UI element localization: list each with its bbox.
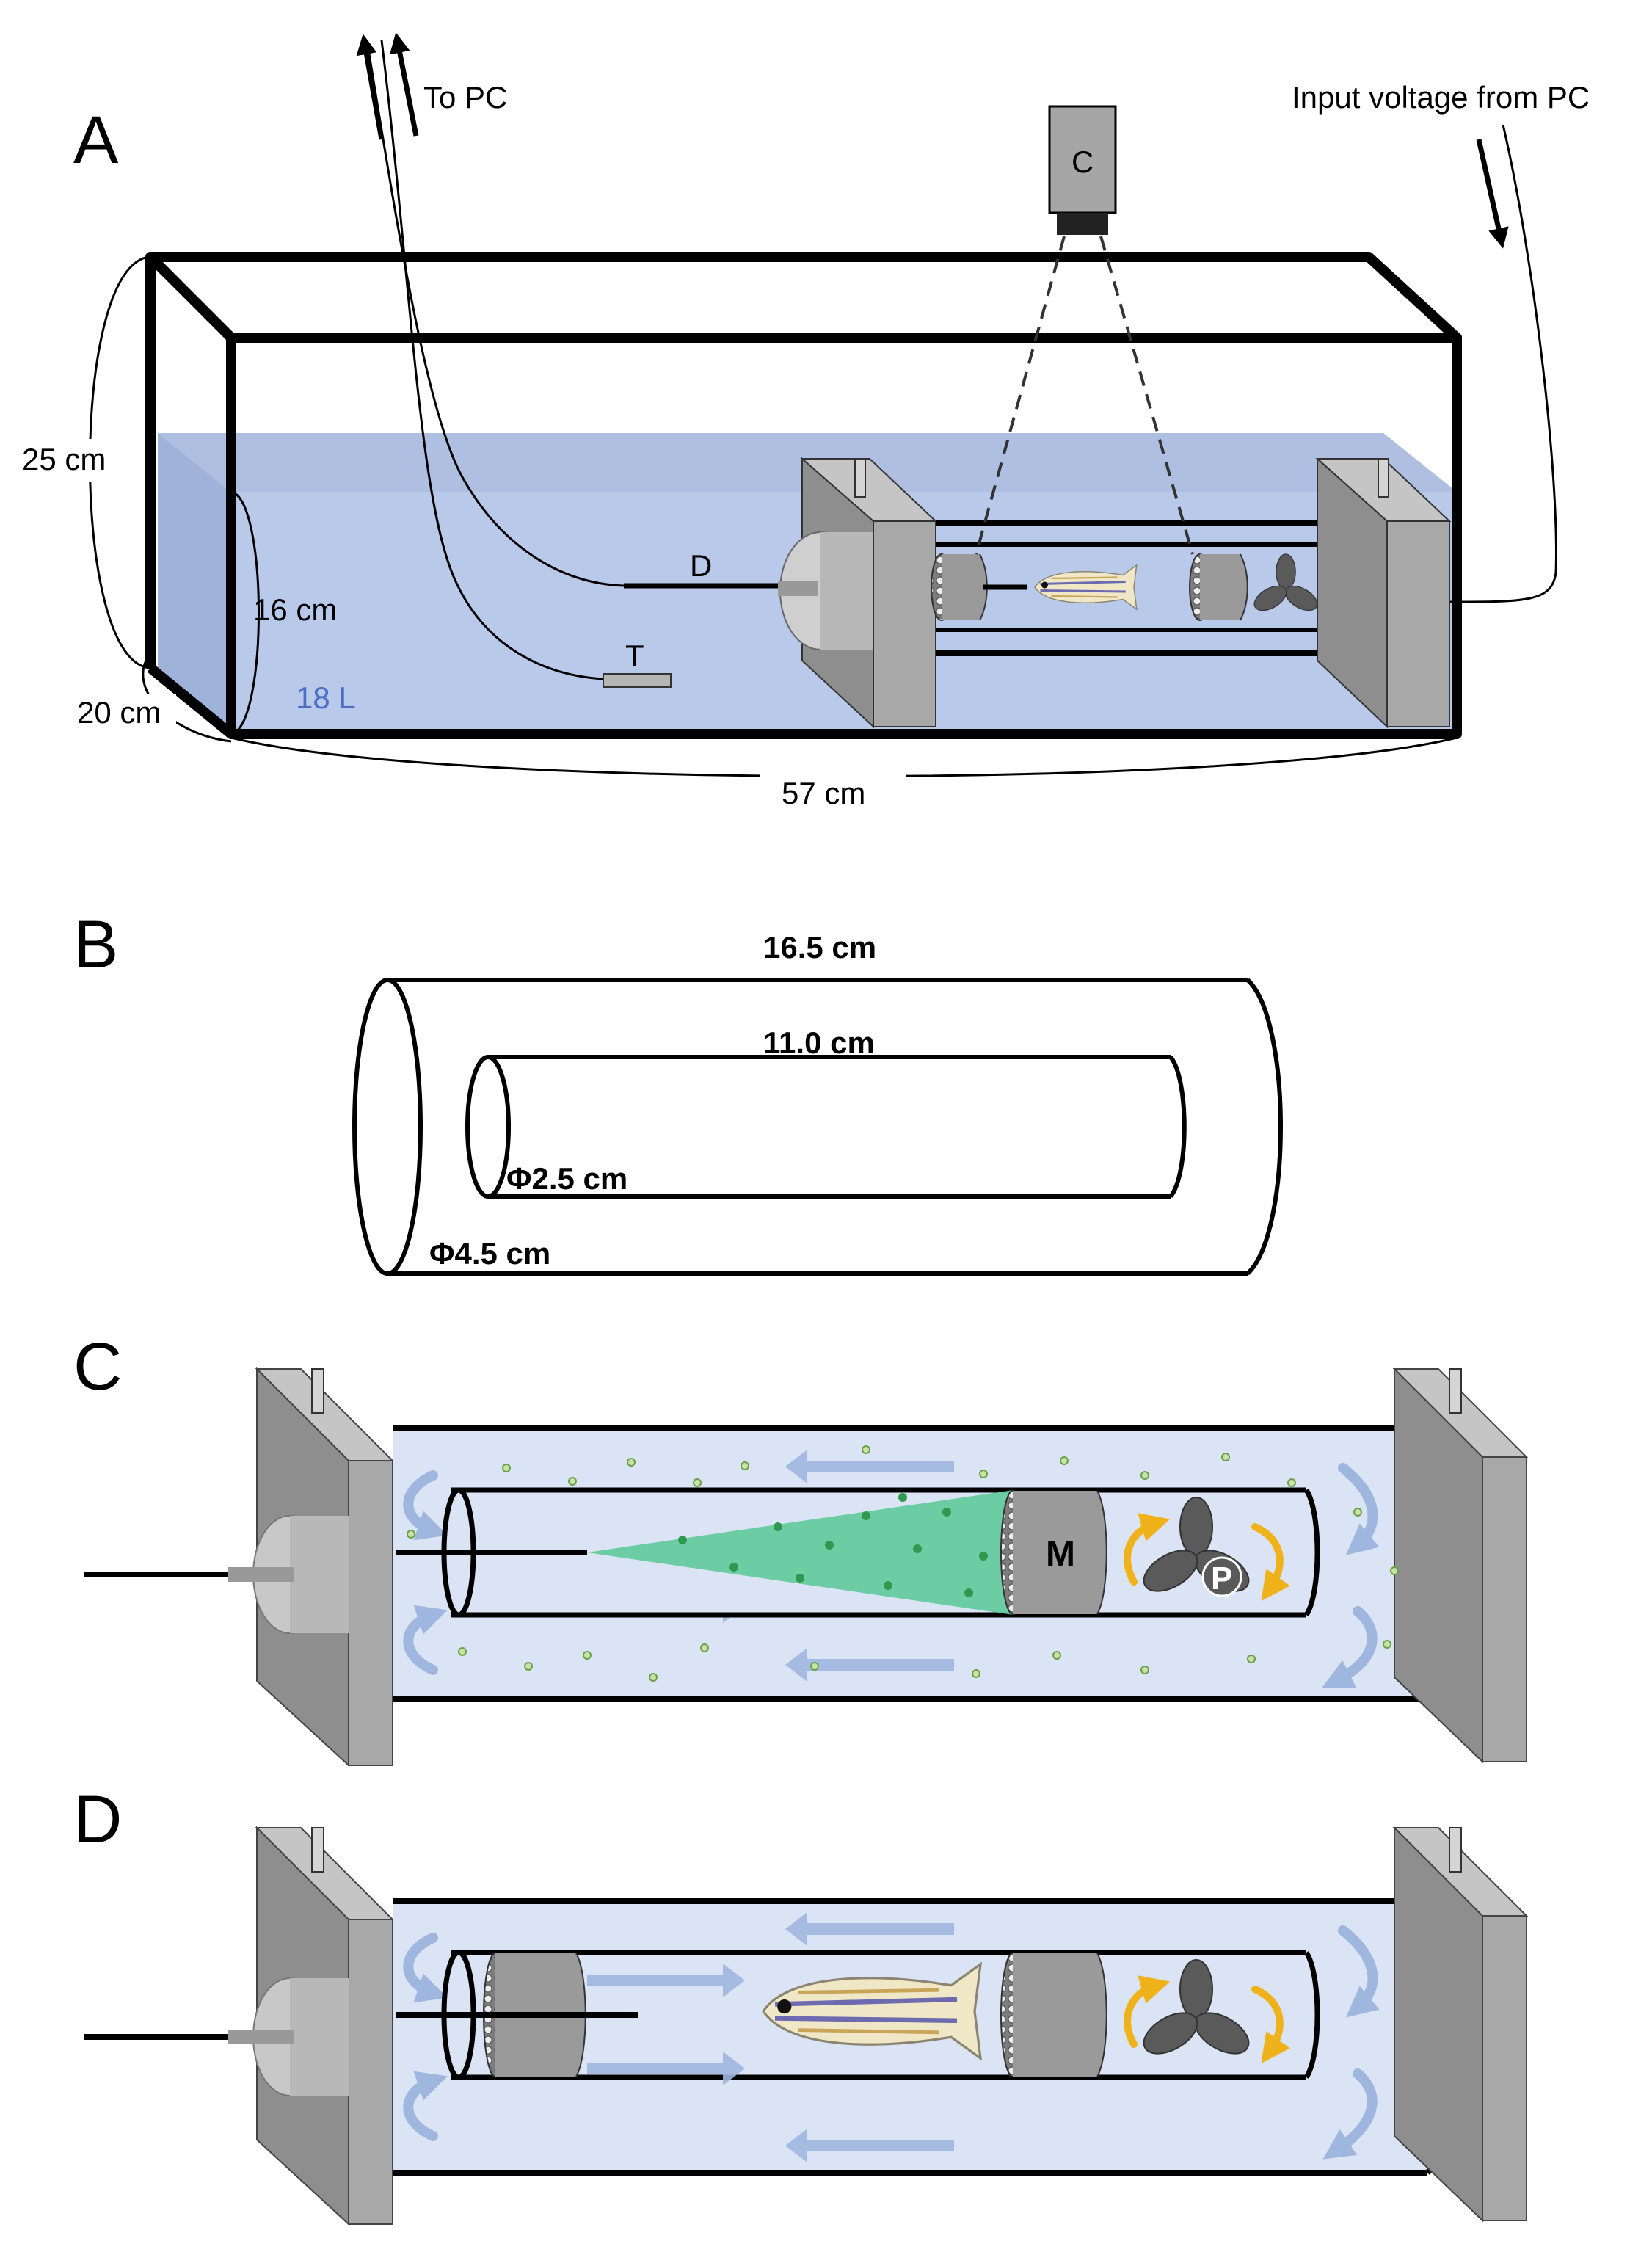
dye-plume — [587, 1490, 1013, 1615]
panel-label-a: A — [73, 103, 119, 178]
right-mount-block — [1315, 457, 1452, 729]
tank-frame — [145, 252, 1462, 739]
right-block-c — [1392, 1367, 1529, 1764]
return-flow-arrows-d — [785, 1912, 954, 2162]
inner-length-label: 11.0 cm — [763, 1025, 875, 1060]
outer-diameter-label: Φ4.5 cm — [429, 1236, 550, 1271]
left-mount-pin — [854, 458, 866, 498]
to-pc-arrow-2 — [389, 32, 419, 137]
cable-to-pc-1 — [365, 40, 625, 587]
dye-particles — [678, 1493, 988, 1597]
length-brace — [230, 736, 1458, 777]
rotation-arrows-c — [1124, 1513, 1290, 1602]
mesh-label-m: M — [1046, 1535, 1075, 1574]
turnaround-arrows-d — [403, 1925, 1380, 2160]
panel-a: A 25 cm 16 cm 18 L 20 cm 57 cm — [15, 32, 1590, 815]
inner-diameter-label: Φ2.5 cm — [506, 1161, 627, 1196]
left-block-c — [228, 1367, 395, 1768]
panel-label-c: C — [73, 1329, 122, 1404]
device-t-label: T — [625, 639, 644, 673]
rotation-arrows-d — [1124, 1975, 1290, 2064]
injector-nozzle — [778, 581, 818, 596]
left-block-d — [228, 1826, 395, 2226]
inner-flow-arrows-d — [587, 1964, 745, 2085]
right-block-d — [1392, 1826, 1529, 2223]
outer-tube — [352, 978, 1283, 1276]
left-mount-block — [778, 457, 938, 729]
to-pc-arrow-1 — [356, 34, 385, 140]
input-voltage-cable — [1449, 124, 1557, 603]
camera-label: C — [1071, 145, 1094, 179]
propeller-label-p: P — [1211, 1561, 1232, 1597]
to-pc-label: To PC — [423, 80, 507, 115]
panel-d: D — [73, 1782, 1529, 2226]
device-t-sensor — [603, 673, 672, 688]
cable-to-pc-2 — [380, 40, 604, 680]
height-label: 25 cm — [22, 442, 106, 476]
return-flow-arrows-c — [785, 1450, 954, 1682]
panel-b: B 16.5 cm 11.0 cm Φ2.5 cm Φ4.5 cm — [73, 907, 1283, 1276]
camera-lens — [1057, 213, 1108, 235]
length-label: 57 cm — [782, 776, 865, 810]
camera: C — [975, 105, 1194, 555]
panel-c: C — [73, 1329, 1529, 1768]
outer-length-label: 16.5 cm — [763, 930, 876, 965]
input-voltage-arrow — [1476, 139, 1509, 249]
water-depth-label: 16 cm — [253, 592, 337, 627]
right-mount-pin — [1378, 458, 1389, 498]
turnaround-arrows-c — [403, 1463, 1380, 1688]
motor-housing-c — [1013, 1491, 1097, 1614]
panel-label-b: B — [73, 907, 118, 982]
inner-tube — [465, 1055, 1187, 1199]
device-d-label: D — [690, 548, 712, 583]
particles-c — [407, 1445, 1399, 1682]
volume-label: 18 L — [296, 680, 356, 715]
camera-fov-right — [1099, 236, 1194, 555]
camera-fov-left — [975, 236, 1066, 555]
flume-tube-a — [931, 520, 1372, 656]
panel-label-d: D — [73, 1782, 122, 1857]
input-voltage-label: Input voltage from PC — [1292, 80, 1590, 115]
depth-label: 20 cm — [77, 695, 161, 730]
water-depth-brace — [230, 490, 260, 735]
